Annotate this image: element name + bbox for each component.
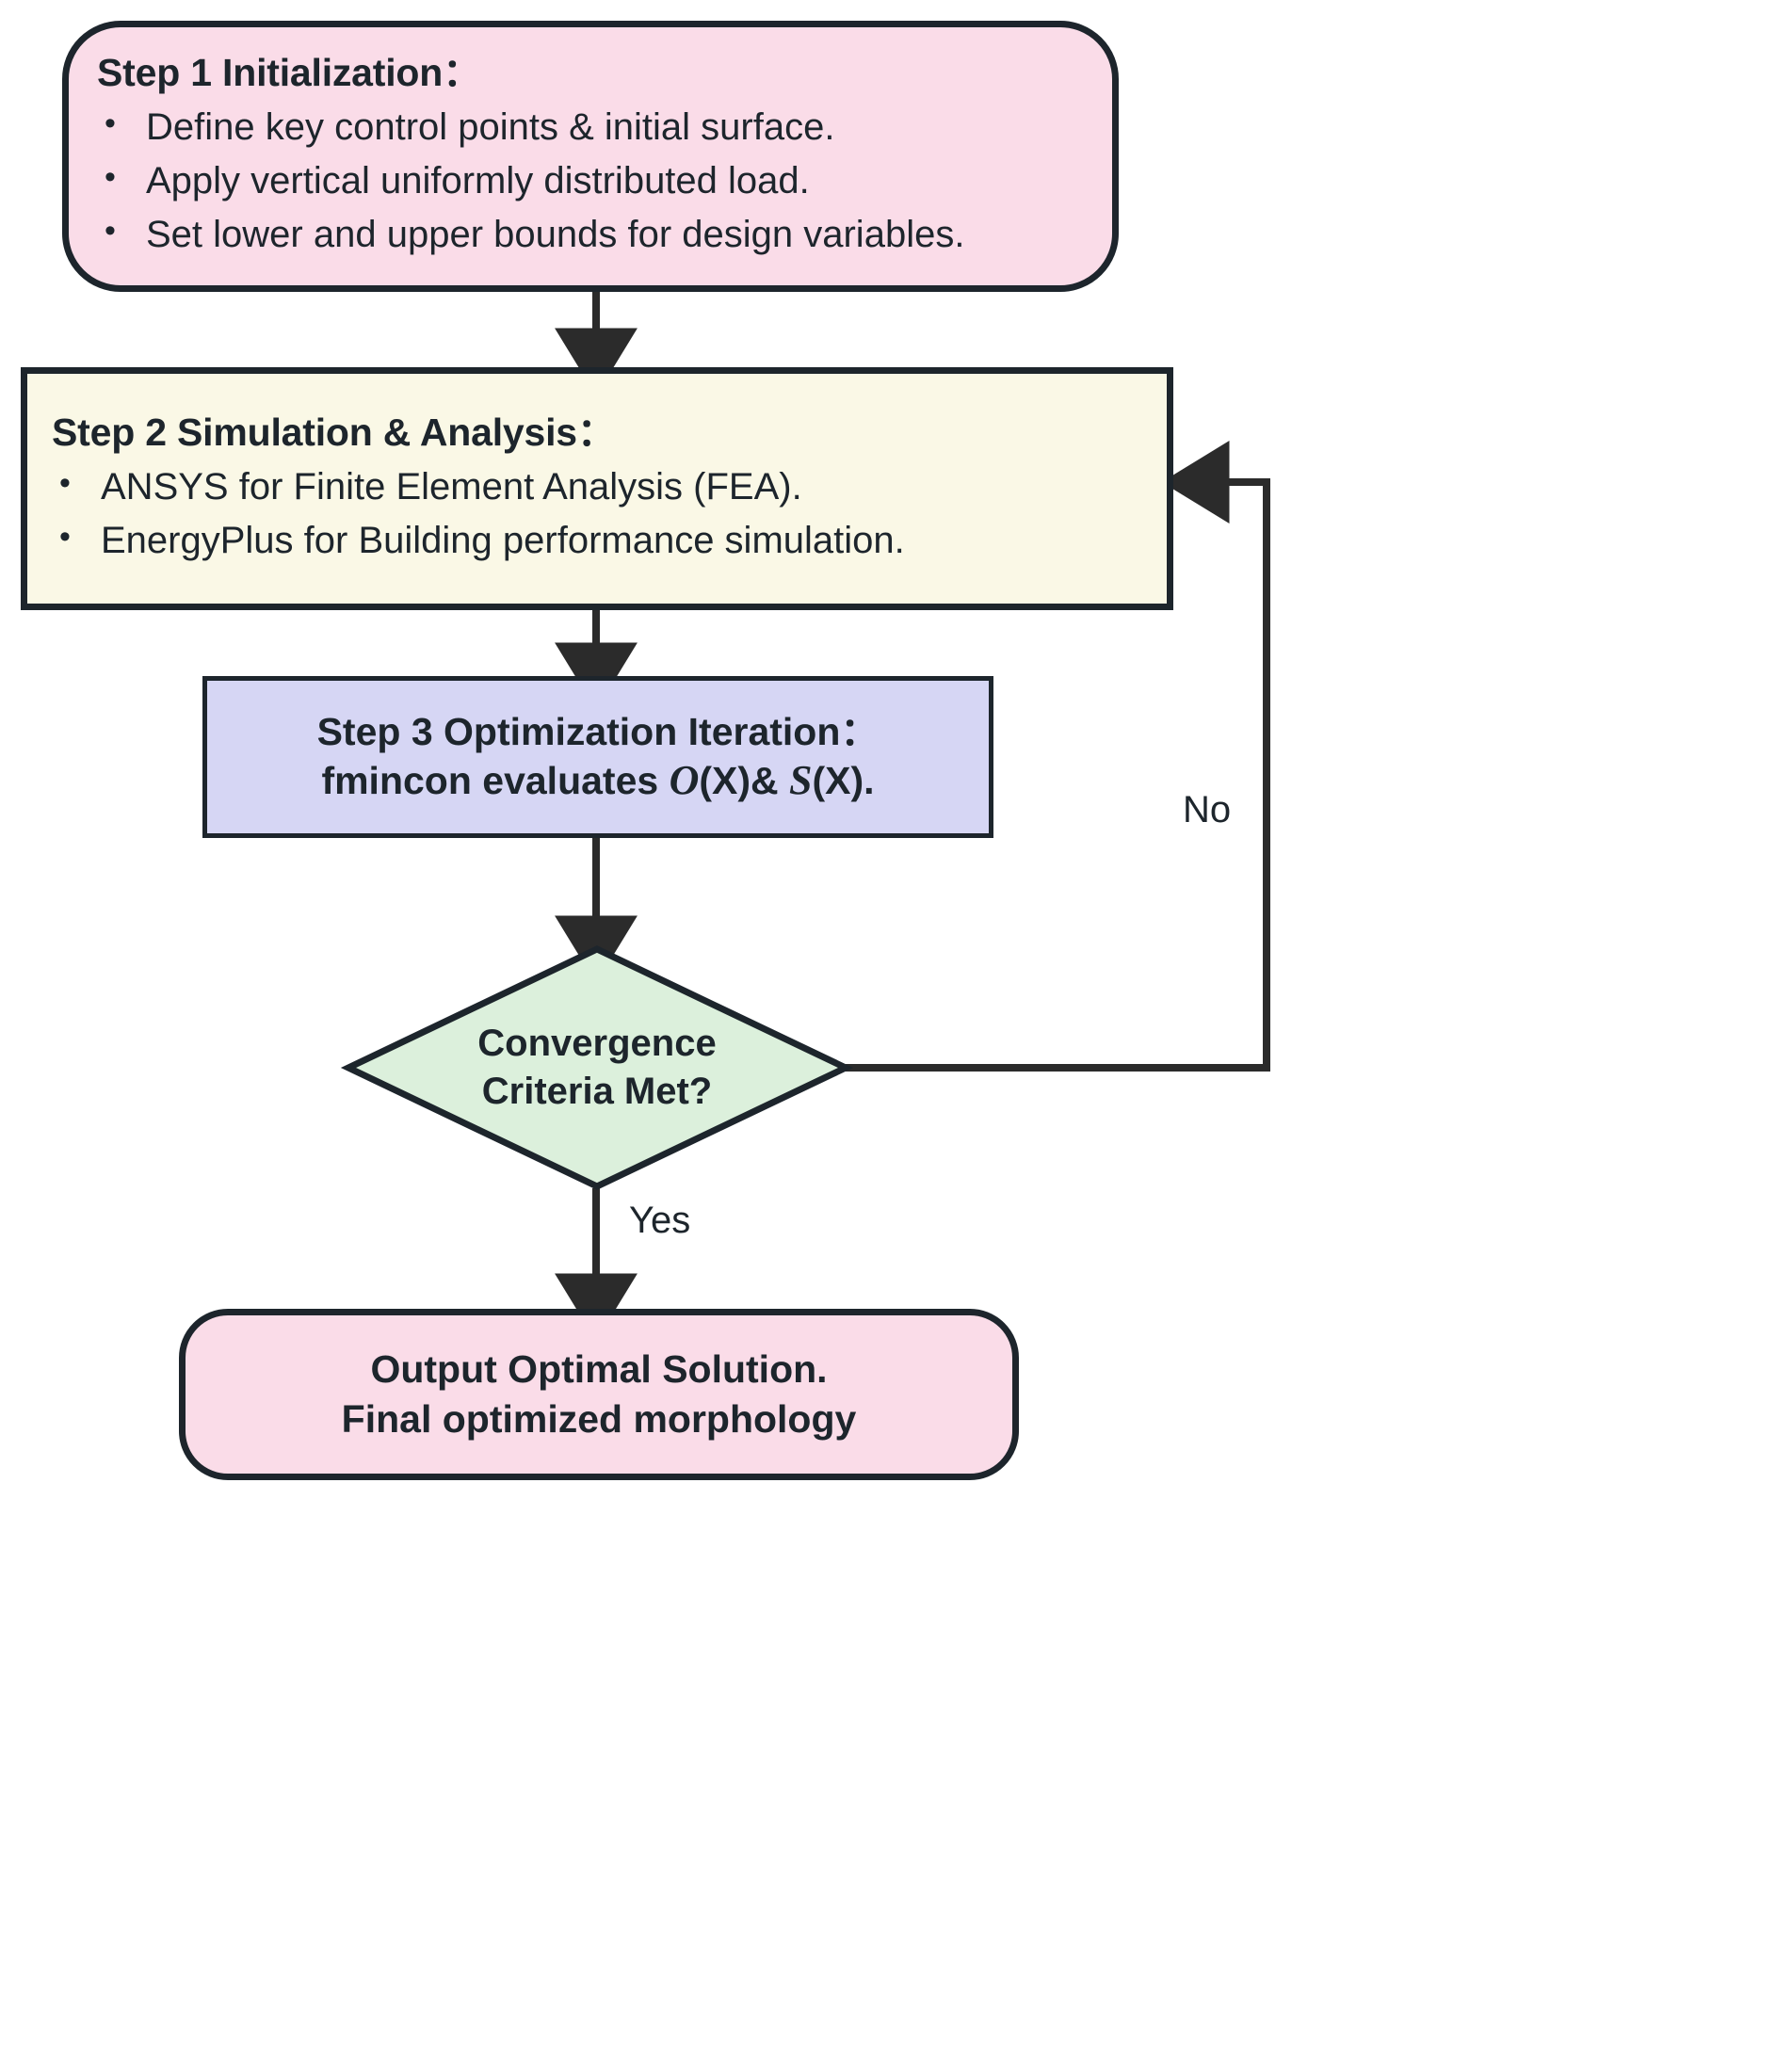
decision-diamond-shape (340, 945, 854, 1190)
edge-decision-no-feedback (846, 441, 1270, 1072)
step-3-formula-line: fmincon evaluates O(X)& S(X). (321, 755, 874, 806)
step-1-bullet-3: Set lower and upper bounds for design va… (97, 206, 1080, 262)
step-2-bullet-2: EnergyPlus for Building performance simu… (52, 512, 1142, 568)
step-3-formula-suffix: (X). (812, 759, 875, 803)
step-3-formula-prefix: fmincon evaluates (321, 759, 670, 803)
step-1-bullet-2: Apply vertical uniformly distributed loa… (97, 153, 1080, 208)
step-2-bullet-list: ANSYS for Finite Element Analysis (FEA).… (52, 459, 1142, 568)
step-3-optimization-iteration-node[interactable]: Step 3 Optimization Iteration： fmincon e… (202, 676, 993, 838)
output-line-2: Final optimized morphology (341, 1397, 857, 1441)
edge-label-yes: Yes (629, 1200, 691, 1241)
output-optimal-solution-node[interactable]: Output Optimal Solution. Final optimized… (179, 1309, 1019, 1480)
output-line-1: Output Optimal Solution. (370, 1346, 828, 1391)
step-3-formula-middle: (X)& (699, 759, 790, 803)
step-1-bullet-1: Define key control points & initial surf… (97, 99, 1080, 154)
step-2-title: Step 2 Simulation & Analysis： (52, 410, 616, 454)
step-2-bullet-1: ANSYS for Finite Element Analysis (FEA). (52, 459, 1142, 514)
step-3-constraint-symbol: S (789, 757, 813, 804)
edge-label-no: No (1183, 789, 1232, 830)
step-2-simulation-analysis-node[interactable]: Step 2 Simulation & Analysis： ANSYS for … (21, 367, 1173, 610)
step-1-bullet-list: Define key control points & initial surf… (97, 99, 1080, 262)
step-3-title: Step 3 Optimization Iteration： (316, 710, 880, 754)
step-3-objective-symbol: O (669, 757, 700, 804)
step-1-initialization-node[interactable]: Step 1 Initialization： Define key contro… (62, 21, 1119, 292)
step-1-title: Step 1 Initialization： (97, 51, 481, 95)
